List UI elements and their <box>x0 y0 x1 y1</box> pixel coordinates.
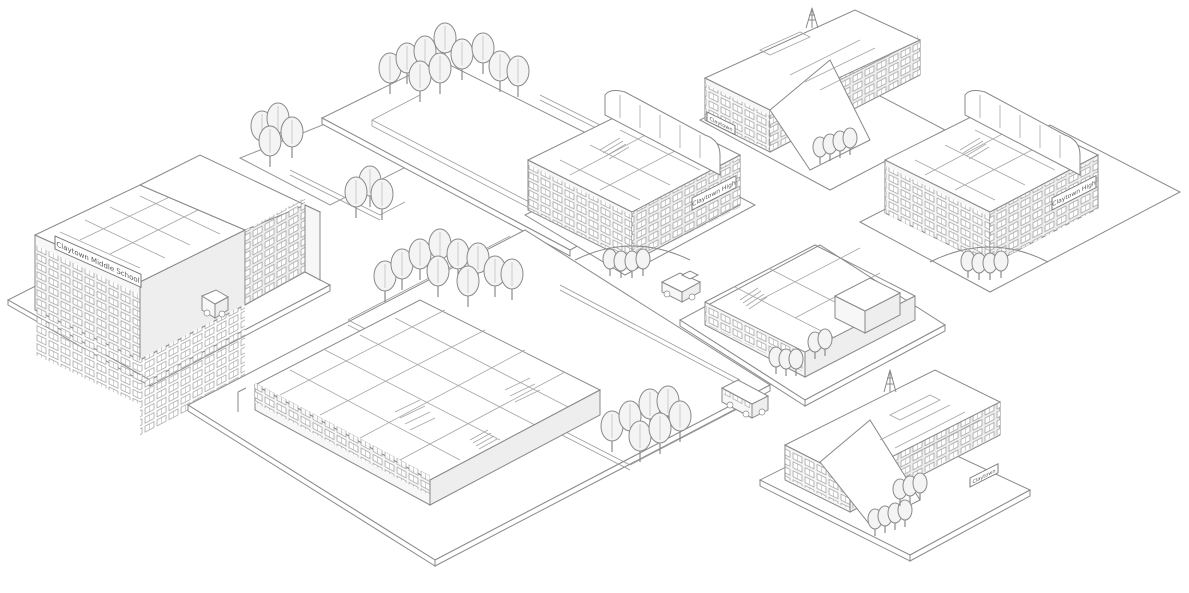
small-school-bottom: Claytown <box>758 369 1032 562</box>
middle-school-building: Claytown Middle School <box>6 154 332 437</box>
cutaway-school-medium <box>679 244 946 407</box>
antenna-icon <box>805 7 819 29</box>
school-bus <box>720 379 770 419</box>
pickup-truck <box>660 270 702 303</box>
cutaway-school-large <box>186 228 772 567</box>
high-school-building-center: Claytown High <box>523 90 757 303</box>
high-school-building-right: Claytown High <box>858 90 1182 293</box>
small-school-top: Claytown <box>698 7 947 191</box>
antenna-icon-bottom <box>883 369 897 393</box>
forklift <box>200 289 230 319</box>
